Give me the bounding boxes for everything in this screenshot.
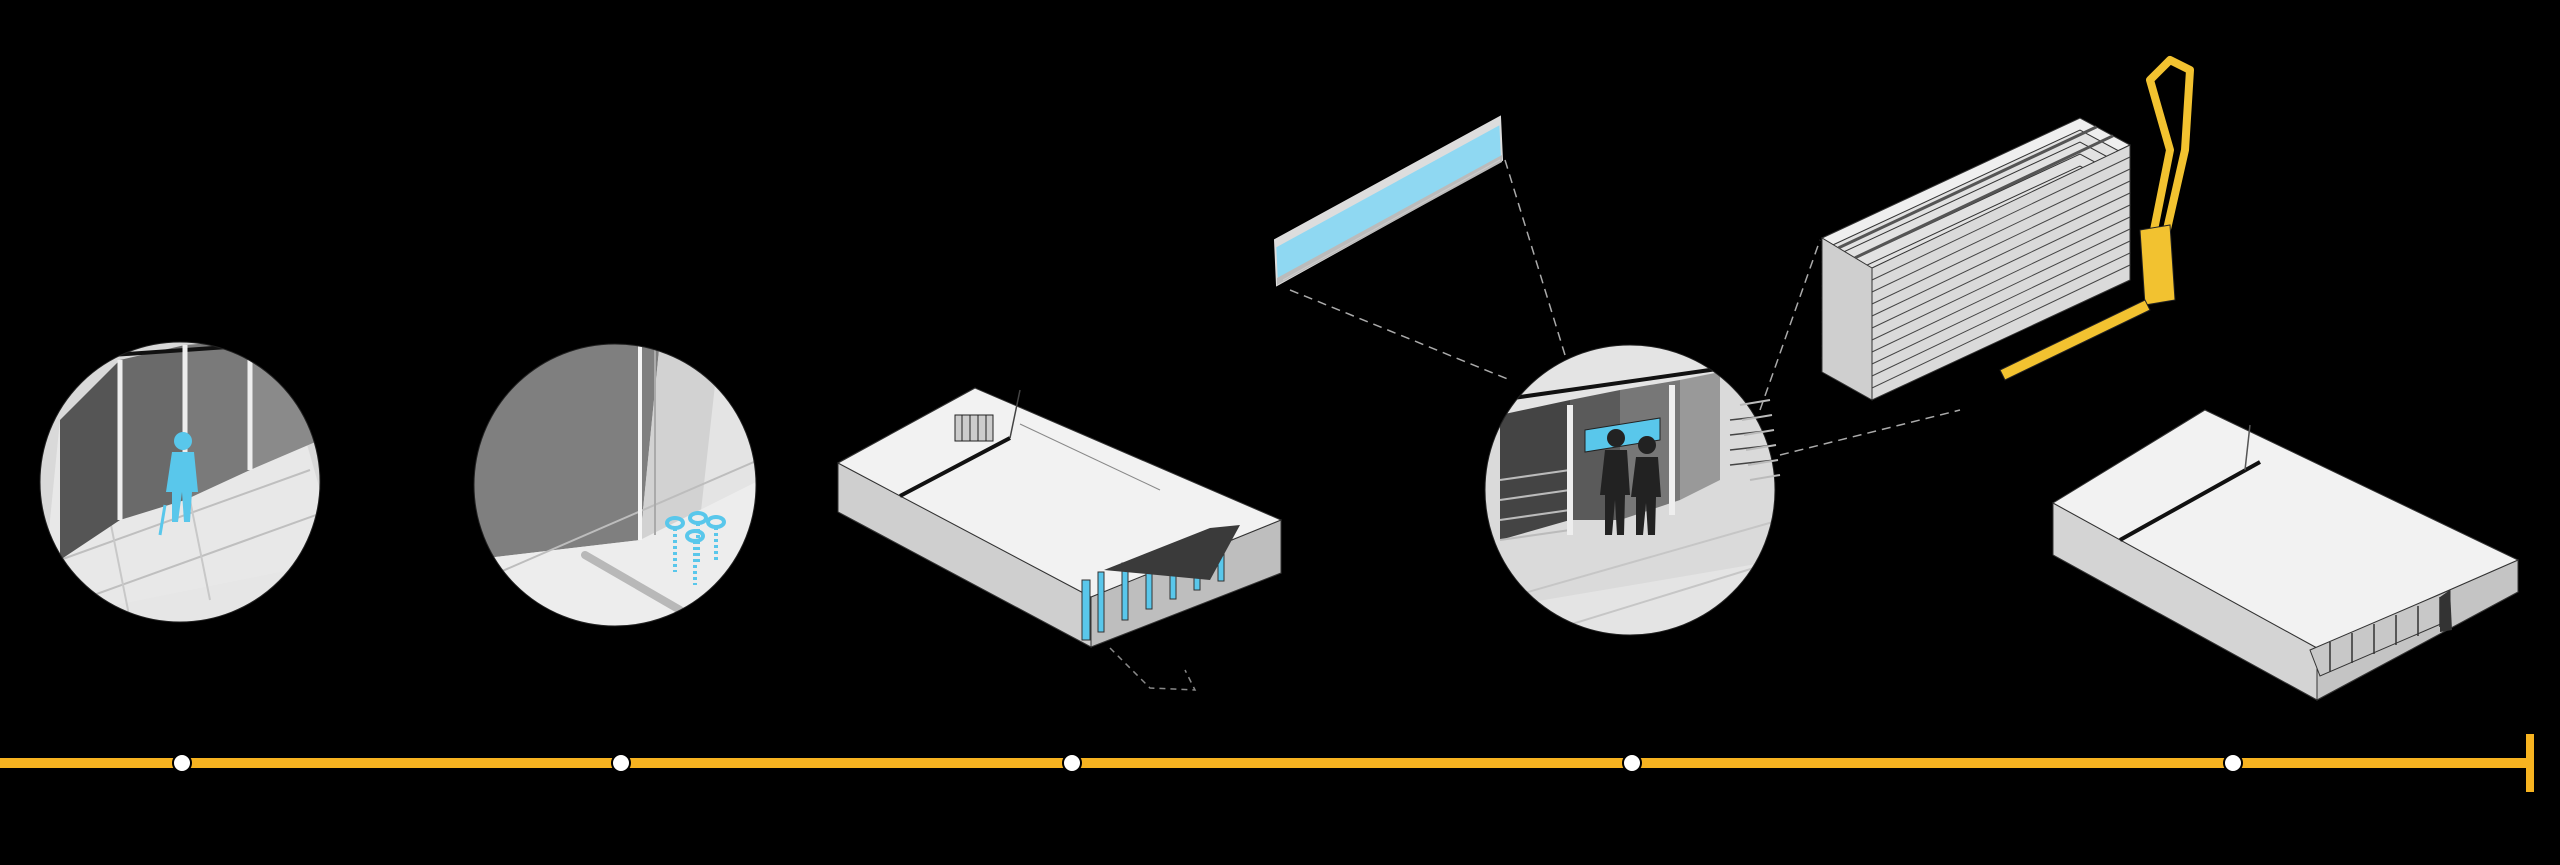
timeline-node-2 [612, 754, 630, 772]
timeline-node-4 [1623, 754, 1641, 772]
floor-anchor-closeup-icon [470, 340, 780, 640]
timeline-node-5 [2224, 754, 2242, 772]
glass-panel-icon [1275, 117, 1565, 380]
timeline-node-1 [173, 754, 191, 772]
timeline-end-cap [2526, 734, 2534, 792]
panel-stack-forklift-icon [1822, 60, 2190, 400]
timeline-bar [0, 758, 2530, 768]
shop-plan-complete-icon [2053, 410, 2518, 700]
storefront-closeup-icon [40, 330, 340, 622]
shop-plan-install-icon [838, 388, 1281, 690]
timeline [0, 734, 2534, 792]
timeline-node-3 [1063, 754, 1081, 772]
